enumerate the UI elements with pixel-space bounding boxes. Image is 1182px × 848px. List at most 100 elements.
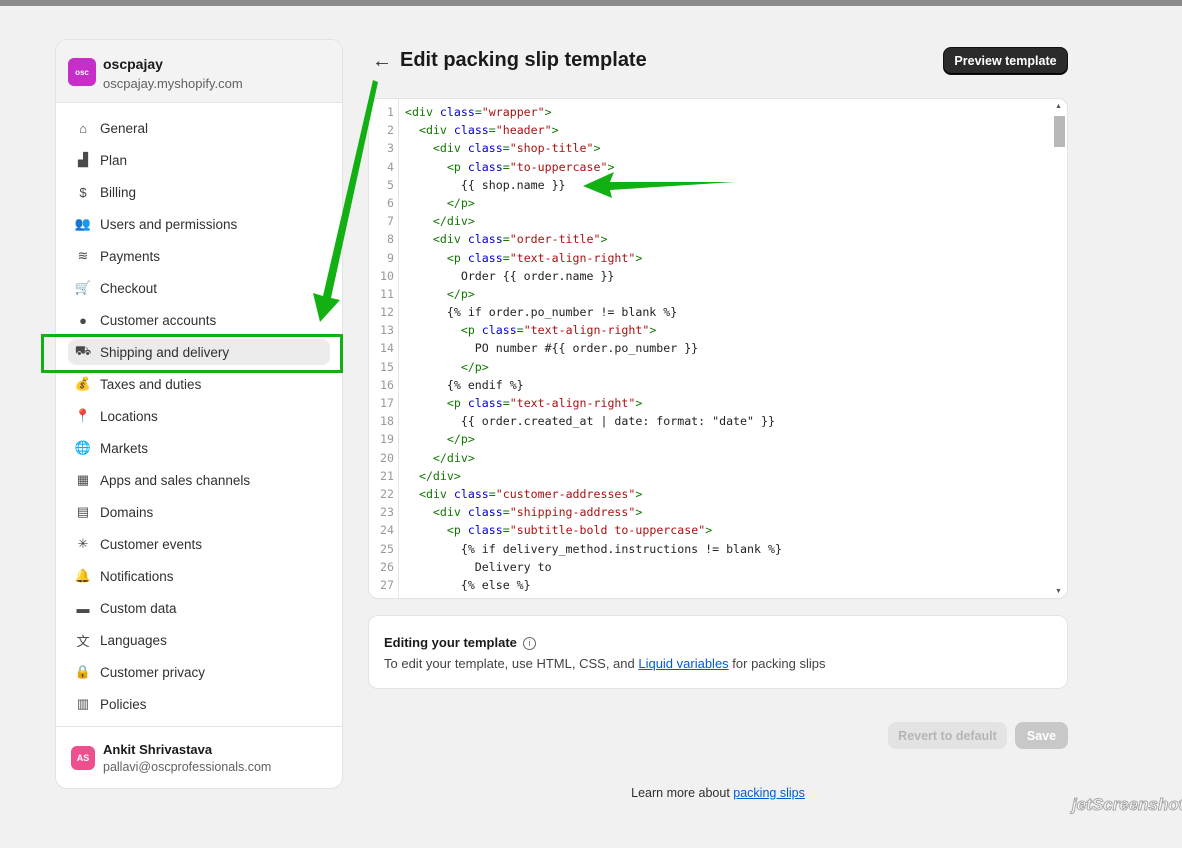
sidebar-item-domains[interactable]: ▤Domains [68, 499, 330, 525]
save-button[interactable]: Save [1015, 722, 1068, 749]
truck-icon: ⛟ [74, 343, 92, 358]
store-switcher[interactable]: osc oscpajay oscpajay.myshopify.com [56, 40, 342, 103]
sidebar-item-markets[interactable]: 🌐Markets [68, 435, 330, 461]
code-line[interactable]: 14 PO number #{{ order.po_number }} [369, 339, 1049, 357]
code-text: <p class="text-align-right"> [405, 321, 656, 339]
code-line[interactable]: 2 <div class="header"> [369, 121, 1049, 139]
scroll-up-icon[interactable]: ▲ [1055, 103, 1062, 110]
sidebar-item-notifications[interactable]: 🔔Notifications [68, 563, 330, 589]
code-line[interactable]: 18 {{ order.created_at | date: format: "… [369, 412, 1049, 430]
sidebar-item-apps-and-sales-channels[interactable]: ▦Apps and sales channels [68, 467, 330, 493]
code-token: Delivery to [405, 559, 552, 574]
line-number: 7 [387, 214, 394, 229]
code-line[interactable]: 15 </p> [369, 358, 1049, 376]
line-number: 6 [387, 195, 394, 210]
code-token: class [467, 505, 503, 520]
code-editor[interactable]: 1<div class="wrapper">2 <div class="head… [368, 98, 1068, 599]
sidebar-item-policies[interactable]: ▥Policies [68, 691, 330, 717]
code-text: <div class="order-title"> [405, 230, 608, 248]
line-number: 26 [380, 559, 394, 574]
code-token: </p> [446, 286, 475, 301]
liquid-variables-link[interactable]: Liquid variables [638, 656, 729, 671]
info-icon[interactable]: i [522, 637, 536, 650]
sidebar-item-plan[interactable]: ▟Plan [68, 147, 330, 173]
code-line[interactable]: 1<div class="wrapper"> [369, 103, 1049, 121]
line-number: 24 [380, 523, 394, 538]
editor-scrollbar[interactable]: ▲ ▼ [1051, 99, 1067, 598]
line-number-gutter [369, 99, 399, 598]
code-token: = [516, 323, 524, 338]
code-line[interactable]: 21 </div> [369, 467, 1049, 485]
info-text-after: for packing slips [728, 656, 826, 671]
code-line[interactable]: 23 <div class="shipping-address"> [369, 503, 1049, 521]
code-token: <p [446, 523, 468, 538]
code-line[interactable]: 17 <p class="text-align-right"> [369, 394, 1049, 412]
code-line[interactable]: 12 {% if order.po_number != blank %} [369, 303, 1049, 321]
sidebar-item-customer-events[interactable]: ✳Customer events [68, 531, 330, 557]
sidebar-item-general[interactable]: ⌂General [68, 115, 330, 141]
code-text: {% if order.po_number != blank %} [405, 303, 677, 321]
code-token: PO number #{{ order.po_number }} [405, 341, 699, 356]
code-token: <div [432, 141, 468, 156]
user-email: pallavi@oscprofessionals.com [103, 760, 272, 774]
line-number: 9 [387, 250, 394, 265]
code-token: class [467, 232, 503, 247]
line-number: 18 [380, 414, 394, 429]
sidebar-item-label: Locations [100, 408, 158, 424]
code-line[interactable]: 9 <p class="text-align-right"> [369, 249, 1049, 267]
arrow-left-icon[interactable]: ← [372, 50, 392, 72]
code-line[interactable]: 24 <p class="subtitle-bold to-uppercase"… [369, 521, 1049, 539]
code-content[interactable]: 1<div class="wrapper">2 <div class="head… [369, 103, 1049, 594]
code-line[interactable]: 13 <p class="text-align-right"> [369, 321, 1049, 339]
code-token [405, 323, 461, 337]
sidebar-item-locations[interactable]: 📍Locations [68, 403, 330, 429]
user-account[interactable]: AS Ankit Shrivastava pallavi@oscprofessi… [56, 726, 342, 788]
code-line[interactable]: 8 <div class="order-title"> [369, 230, 1049, 248]
line-number: 17 [380, 396, 394, 410]
revert-to-default-button[interactable]: Revert to default [888, 722, 1007, 749]
scroll-down-icon[interactable]: ▼ [1055, 588, 1062, 595]
code-line[interactable]: 19 </p> [369, 430, 1049, 448]
sidebar-item-users-and-permissions[interactable]: 👥Users and permissions [68, 211, 330, 237]
code-line[interactable]: 16 {% endif %} [369, 376, 1049, 394]
line-number: 3 [387, 141, 394, 156]
code-token: "wrapper" [481, 105, 545, 119]
line-number: 1 [387, 105, 394, 119]
packing-slips-link[interactable]: packing slips [733, 786, 805, 800]
sidebar-item-label: Customer accounts [100, 312, 217, 328]
code-line[interactable]: 3 <div class="shop-title"> [369, 139, 1049, 157]
code-text: {{ order.created_at | date: format: "dat… [405, 412, 775, 430]
sidebar-item-shipping-and-delivery[interactable]: ⛟Shipping and delivery [68, 339, 330, 365]
code-line[interactable]: 4 <p class="to-uppercase"> [369, 158, 1049, 176]
sidebar-item-payments[interactable]: ≋Payments [68, 243, 330, 269]
learn-more: Learn more about packing slips [0, 786, 1182, 800]
preview-template-button[interactable]: Preview template [943, 47, 1068, 75]
code-token: "text-align-right" [509, 250, 636, 265]
code-line[interactable]: 11 </p> [369, 285, 1049, 303]
code-text: {% else %} [405, 576, 531, 594]
sidebar-item-custom-data[interactable]: ▬Custom data [68, 595, 330, 621]
code-line[interactable]: 20 </div> [369, 449, 1049, 467]
code-line[interactable]: 26 Delivery to [369, 558, 1049, 576]
code-text: <p class="subtitle-bold to-uppercase"> [405, 521, 712, 539]
sidebar-item-customer-accounts[interactable]: ● Customer accounts [68, 307, 330, 333]
code-line[interactable]: 27 {% else %} [369, 576, 1049, 594]
code-line[interactable]: 22 <div class="customer-addresses"> [369, 485, 1049, 503]
store-logo: osc [68, 58, 96, 86]
code-token: </div> [432, 450, 475, 465]
sidebar-item-label: Users and permissions [100, 216, 238, 232]
store-name: oscpajay [103, 56, 163, 72]
person-icon: ● [79, 312, 87, 328]
code-line[interactable]: 7 </div> [369, 212, 1049, 230]
sidebar-item-customer-privacy[interactable]: 🔒Customer privacy [68, 659, 330, 685]
line-number: 20 [380, 450, 394, 465]
sidebar-item-billing[interactable]: $Billing [68, 179, 330, 205]
code-line[interactable]: 6 </p> [369, 194, 1049, 212]
scrollbar-thumb[interactable] [1054, 116, 1065, 147]
sidebar-item-checkout[interactable]: 🛒Checkout [68, 275, 330, 301]
sidebar-item-taxes-and-duties[interactable]: 💰Taxes and duties [68, 371, 330, 397]
code-line[interactable]: 5 {{ shop.name }} [369, 176, 1049, 194]
code-line[interactable]: 25 {% if delivery_method.instructions !=… [369, 540, 1049, 558]
code-line[interactable]: 10 Order {{ order.name }} [369, 267, 1049, 285]
